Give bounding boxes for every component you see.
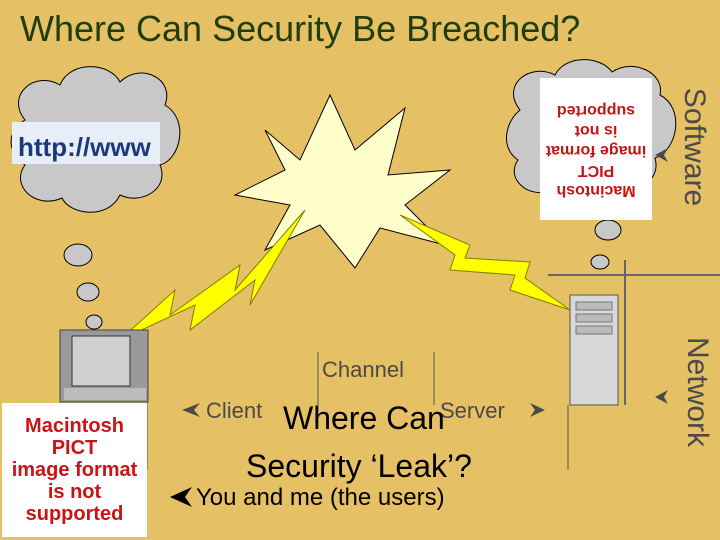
arrow-left-icon: [170, 487, 192, 507]
pict-line3: is not supported: [25, 481, 124, 525]
pict-placeholder-mirrored: [540, 78, 652, 220]
channel-label: Channel: [322, 357, 404, 382]
arrow-left-icon: [655, 390, 668, 404]
pict-mirrored-text: Macintosh PICT image format is not suppo…: [540, 100, 652, 200]
explosion-burst-icon: [233, 93, 452, 269]
users-label: You and me (the users): [196, 484, 445, 511]
leak-question-line2: Security ‘Leak’?: [246, 448, 472, 484]
pict-mirrored-line2: image format: [545, 142, 647, 159]
pict-mirrored-line3: is not supported: [556, 102, 636, 139]
server-tower-icon: [569, 294, 619, 406]
network-label: Network: [681, 336, 715, 448]
pict-mirrored-line1: Macintosh PICT: [556, 162, 636, 199]
client-label: Client: [206, 398, 263, 423]
server-label: Server: [440, 398, 505, 423]
lightning-bolt-icon: [119, 209, 306, 341]
http-text: http://www: [18, 132, 151, 162]
lightning-bolt-icon: [399, 214, 571, 311]
arrow-left-icon: [655, 148, 668, 162]
page-title: Where Can Security Be Breached?: [20, 8, 581, 49]
pict-line1: Macintosh PICT: [25, 415, 124, 459]
arrow-right-icon: [530, 403, 545, 417]
arrow-left-icon: [182, 403, 200, 417]
http-banner: [12, 122, 160, 164]
pict-placeholder: Macintosh PICT image format is not suppo…: [2, 403, 147, 537]
leak-question-line1: Where Can: [283, 400, 445, 436]
software-label: Software: [678, 87, 712, 207]
computer-icon: [59, 329, 149, 403]
pict-line2: image format: [11, 459, 138, 481]
cloud-icon: [10, 66, 181, 330]
